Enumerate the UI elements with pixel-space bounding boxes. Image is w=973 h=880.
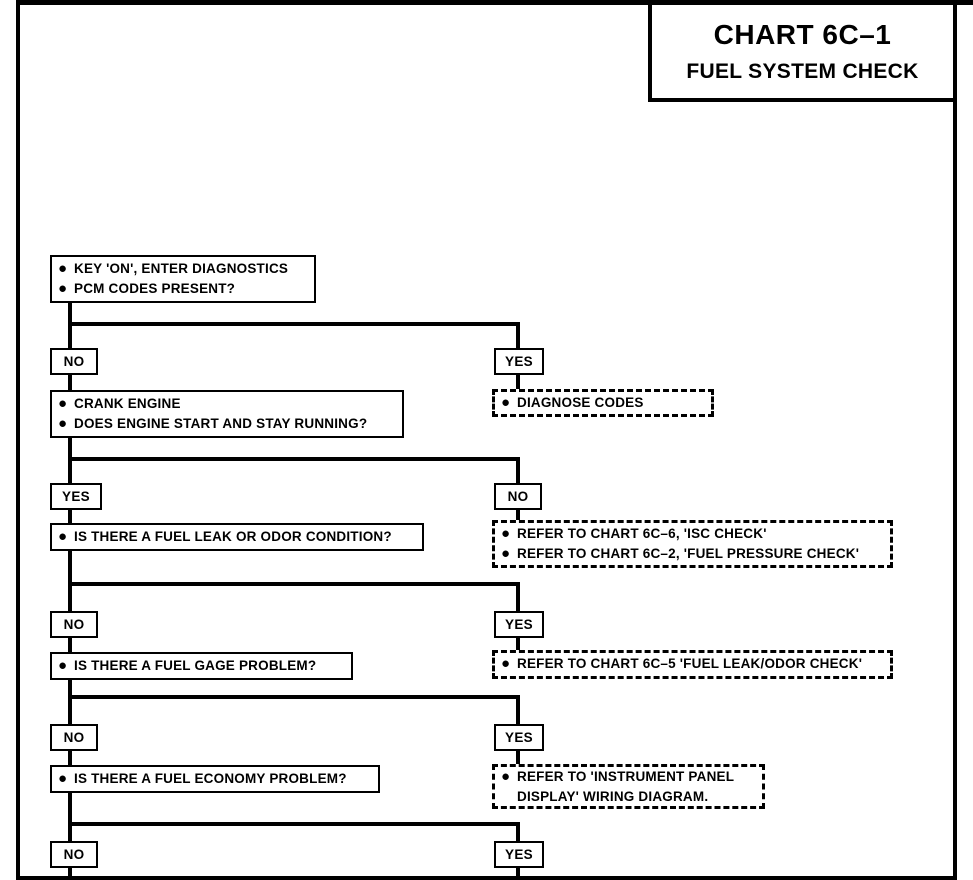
page-border-right — [953, 0, 957, 880]
branch-label-no: NO — [494, 483, 542, 510]
connector-vertical — [516, 322, 520, 350]
connector-vertical — [516, 582, 520, 612]
page-border-left — [16, 0, 20, 880]
bullet-row: ● REFER TO CHART 6C–6, 'ISC CHECK' — [501, 524, 880, 544]
connector-vertical — [68, 695, 72, 725]
bullet-row: ● IS THERE A FUEL ECONOMY PROBLEM? — [58, 769, 368, 789]
bullet-dot-icon: ● — [58, 415, 68, 432]
bullet-row: ● IS THERE A FUEL LEAK OR ODOR CONDITION… — [58, 527, 412, 547]
node-crank-line-2: DOES ENGINE START AND STAY RUNNING? — [74, 416, 368, 431]
branch-label-yes: YES — [494, 348, 544, 375]
node-instrument-panel-refer-line-1: REFER TO 'INSTRUMENT PANEL — [517, 768, 735, 784]
node-start-line-1: KEY 'ON', ENTER DIAGNOSTICS — [74, 260, 289, 276]
connector-horizontal — [68, 582, 520, 586]
bullet-row: ● IS THERE A FUEL GAGE PROBLEM? — [58, 656, 341, 676]
node-fuel-gage-question: ● IS THERE A FUEL GAGE PROBLEM? — [50, 652, 353, 680]
connector-vertical — [68, 750, 72, 766]
connector-vertical — [516, 822, 520, 842]
connector-vertical — [68, 374, 72, 391]
connector-vertical — [68, 457, 72, 485]
node-diagnose-codes-line-1: DIAGNOSE CODES — [517, 394, 644, 410]
node-crank-engine: ● CRANK ENGINE ● DOES ENGINE START AND S… — [50, 390, 404, 438]
connector-vertical — [68, 509, 72, 524]
bullet-row: ● REFER TO 'INSTRUMENT PANEL — [501, 767, 752, 787]
branch-label-no: NO — [50, 841, 98, 868]
bullet-dot-icon: ● — [501, 524, 511, 542]
connector-vertical — [68, 867, 72, 880]
node-start-line-2: PCM CODES PRESENT? — [74, 281, 236, 296]
bullet-row: ● CRANK ENGINE — [58, 394, 392, 414]
connector-horizontal — [68, 322, 520, 326]
connector-horizontal — [68, 695, 520, 699]
connector-vertical — [516, 457, 520, 485]
node-instrument-panel-refer: ● REFER TO 'INSTRUMENT PANEL DISPLAY' WI… — [492, 764, 765, 809]
bullet-row: ● KEY 'ON', ENTER DIAGNOSTICS — [58, 259, 304, 279]
branch-label-yes: YES — [494, 841, 544, 868]
bullet-dot-icon: ● — [58, 769, 68, 787]
connector-vertical — [68, 822, 72, 842]
connector-vertical — [68, 438, 72, 461]
branch-label-no: NO — [50, 724, 98, 751]
connector-vertical — [516, 374, 520, 391]
bullet-dot-icon: ● — [501, 767, 511, 785]
node-fuel-leak-question: ● IS THERE A FUEL LEAK OR ODOR CONDITION… — [50, 523, 424, 551]
chart-subtitle: FUEL SYSTEM CHECK — [686, 59, 919, 83]
bullet-row: ● PCM CODES PRESENT? — [58, 279, 304, 299]
node-fuel-economy-question: ● IS THERE A FUEL ECONOMY PROBLEM? — [50, 765, 380, 793]
branch-label-no: NO — [50, 611, 98, 638]
connector-vertical — [68, 322, 72, 350]
connector-vertical — [516, 695, 520, 725]
connector-horizontal — [68, 457, 520, 461]
branch-label-yes: YES — [494, 724, 544, 751]
connector-vertical — [68, 551, 72, 586]
bullet-dot-icon: ● — [501, 545, 511, 562]
connector-vertical — [68, 582, 72, 612]
connector-vertical — [516, 867, 520, 880]
connector-vertical — [68, 793, 72, 833]
connector-vertical — [68, 303, 72, 326]
bullet-row: ● REFER TO CHART 6C–2, 'FUEL PRESSURE CH… — [501, 544, 880, 564]
branch-label-yes: YES — [494, 611, 544, 638]
bullet-row: ● DIAGNOSE CODES — [501, 393, 701, 413]
page-border-top — [16, 0, 973, 5]
node-diagnose-codes: ● DIAGNOSE CODES — [492, 389, 714, 417]
bullet-dot-icon: ● — [501, 393, 511, 411]
page-border-bottom — [16, 876, 957, 880]
node-instrument-panel-refer-line-2: DISPLAY' WIRING DIAGRAM. — [517, 788, 709, 804]
node-isc-refer-line-2: REFER TO CHART 6C–2, 'FUEL PRESSURE CHEC… — [517, 546, 860, 561]
chart-title: CHART 6C–1 — [713, 19, 892, 51]
bullet-dot-icon: ● — [58, 527, 68, 545]
bullet-dot-icon: ● — [58, 280, 68, 297]
connector-vertical — [68, 637, 72, 653]
node-isc-refer: ● REFER TO CHART 6C–6, 'ISC CHECK' ● REF… — [492, 520, 893, 568]
bullet-dot-icon: ● — [58, 259, 68, 277]
connector-vertical — [516, 750, 520, 766]
bullet-dot-icon: ● — [501, 655, 511, 673]
bullet-row: ● REFER TO CHART 6C–5 'FUEL LEAK/ODOR CH… — [501, 654, 880, 674]
branch-label-yes: YES — [50, 483, 102, 510]
chart-title-block: CHART 6C–1 FUEL SYSTEM CHECK — [648, 5, 953, 102]
node-fuel-gage-question-line-1: IS THERE A FUEL GAGE PROBLEM? — [74, 657, 317, 673]
node-fuel-economy-question-line-1: IS THERE A FUEL ECONOMY PROBLEM? — [74, 770, 347, 786]
node-isc-refer-line-1: REFER TO CHART 6C–6, 'ISC CHECK' — [517, 525, 767, 541]
bullet-dot-icon: ● — [58, 394, 68, 412]
connector-horizontal — [68, 822, 520, 826]
connector-vertical — [516, 637, 520, 653]
connector-vertical — [516, 509, 520, 524]
node-fuel-leak-question-line-1: IS THERE A FUEL LEAK OR ODOR CONDITION? — [74, 528, 392, 544]
node-leak-odor-refer-line-1: REFER TO CHART 6C–5 'FUEL LEAK/ODOR CHEC… — [517, 656, 863, 672]
node-leak-odor-refer: ● REFER TO CHART 6C–5 'FUEL LEAK/ODOR CH… — [492, 650, 893, 679]
node-crank-line-1: CRANK ENGINE — [74, 395, 181, 411]
branch-label-no: NO — [50, 348, 98, 375]
bullet-dot-icon: ● — [58, 656, 68, 674]
node-start: ● KEY 'ON', ENTER DIAGNOSTICS ● PCM CODE… — [50, 255, 316, 303]
bullet-row: ● DOES ENGINE START AND STAY RUNNING? — [58, 414, 392, 434]
